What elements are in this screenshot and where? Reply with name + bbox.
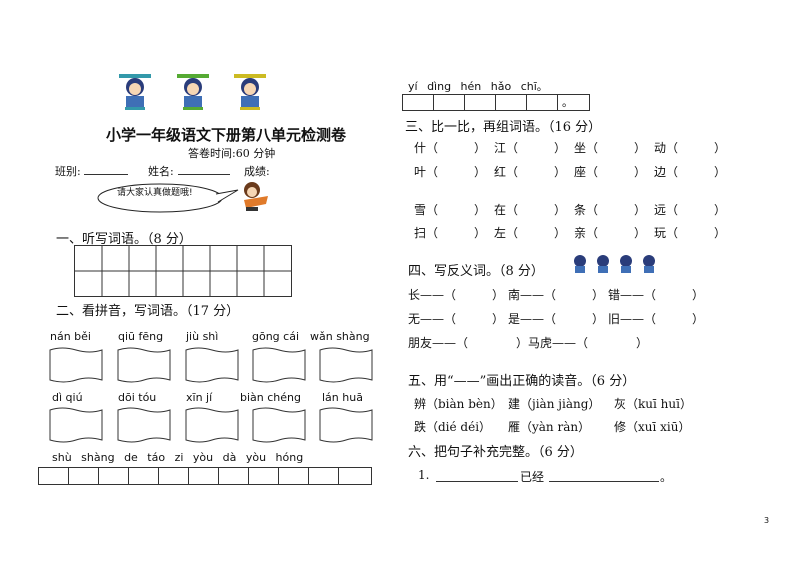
compare-item: 玩（ ）	[654, 226, 727, 240]
answer-boxes-row-1[interactable]	[48, 346, 378, 386]
name-label: 姓名:	[148, 165, 174, 178]
reading-item: 辨（biàn bèn）	[414, 397, 503, 411]
sentence-blank-1[interactable]	[436, 481, 518, 482]
compare-item: 座（ ）	[574, 165, 647, 179]
antonym-item: 长——（ ）	[408, 288, 505, 302]
pinyin-item: jiù shì	[186, 330, 219, 343]
antonym-item: 朋友——（ ）马虎——（ ）	[408, 336, 649, 350]
section-2-heading: 二、看拼音，写词语。（17 分）	[56, 304, 240, 319]
reading-item: 跌（dié déi）	[414, 420, 492, 434]
compare-item: 远（ ）	[654, 203, 727, 217]
antonym-item: 是——（ ）	[508, 312, 605, 326]
pinyin-sentence-cont: yí dìng hén hǎo chī。	[408, 80, 548, 93]
page-title: 小学一年级语文下册第八单元检测卷	[106, 126, 347, 144]
pinyin-item: biàn chéng	[240, 391, 301, 404]
class-field[interactable]	[84, 174, 128, 175]
sentence-number: 1.	[418, 468, 430, 482]
antonym-item: 南——（ ）	[508, 288, 605, 302]
mascot-icon	[177, 74, 209, 110]
antonym-item: 无——（ ）	[408, 312, 505, 326]
compare-item: 左（ ）	[494, 226, 567, 240]
antonym-item: 错——（ ）	[608, 288, 705, 302]
mascot-icon	[244, 182, 268, 211]
mascot-icon	[119, 74, 151, 110]
compare-item: 雪（ ）	[414, 203, 487, 217]
dictation-grid[interactable]	[74, 245, 292, 297]
page-number: 3	[764, 516, 770, 525]
class-label: 班别:	[55, 165, 81, 178]
sentence-grid-right[interactable]: 。	[402, 94, 590, 111]
pinyin-item: wǎn shàng	[310, 330, 370, 343]
compare-item: 什（ ）	[414, 141, 487, 155]
mascot-icon	[234, 74, 266, 110]
section-5-heading: 五、用“——”画出正确的读音。（6 分）	[408, 374, 636, 389]
sentence-mid-text: 已经	[520, 470, 545, 484]
compare-item: 江（ ）	[494, 141, 567, 155]
pinyin-sentence: shù shàng de táo zi yòu dà yòu hóng	[52, 451, 304, 464]
reading-item: 雁（yàn ràn）	[508, 420, 591, 434]
compare-item: 条（ ）	[574, 203, 647, 217]
pinyin-item: qiū fēng	[118, 330, 164, 343]
pinyin-item: nán běi	[50, 330, 91, 343]
grid-period: 。	[562, 96, 573, 109]
bubble-text: 请大家认真做题哦!	[117, 188, 193, 198]
name-field[interactable]	[178, 174, 230, 175]
section-6-heading: 六、把句子补充完整。（6 分）	[408, 445, 583, 460]
compare-item: 亲（ ）	[574, 226, 647, 240]
pinyin-item: xīn jí	[186, 391, 213, 404]
compare-item: 叶（ ）	[414, 165, 487, 179]
section-4-heading: 四、写反义词。（8 分）	[408, 264, 544, 279]
sentence-end: 。	[660, 470, 673, 484]
compare-item: 在（ ）	[494, 203, 567, 217]
sentence-grid-left[interactable]	[38, 467, 372, 485]
pinyin-item: dōi tóu	[118, 391, 157, 404]
compare-item: 边（ ）	[654, 165, 727, 179]
compare-item: 动（ ）	[654, 141, 727, 155]
compare-item: 坐（ ）	[574, 141, 647, 155]
mascot-row-icon	[574, 255, 655, 273]
compare-item: 红（ ）	[494, 165, 567, 179]
reading-item: 建（jiàn jiàng）	[508, 397, 601, 411]
section-3-heading: 三、比一比，再组词语。（16 分）	[405, 120, 602, 135]
pinyin-item: dì qiú	[52, 391, 83, 404]
antonym-item: 旧——（ ）	[608, 312, 705, 326]
pinyin-item: gōng cái	[252, 330, 300, 343]
reading-item: 灰（kuī huī）	[614, 397, 692, 411]
section-1-heading: 一、听写词语。（8 分）	[56, 232, 192, 247]
sentence-blank-2[interactable]	[549, 481, 659, 482]
reading-item: 修（xuī xiū）	[614, 420, 691, 434]
compare-item: 扫（ ）	[414, 226, 487, 240]
score-label: 成绩:	[244, 165, 270, 178]
speech-bubble	[97, 183, 239, 213]
exam-time: 答卷时间:60 分钟	[188, 147, 276, 160]
pinyin-item: lán huā	[322, 391, 363, 404]
answer-boxes-row-2[interactable]	[48, 406, 378, 446]
